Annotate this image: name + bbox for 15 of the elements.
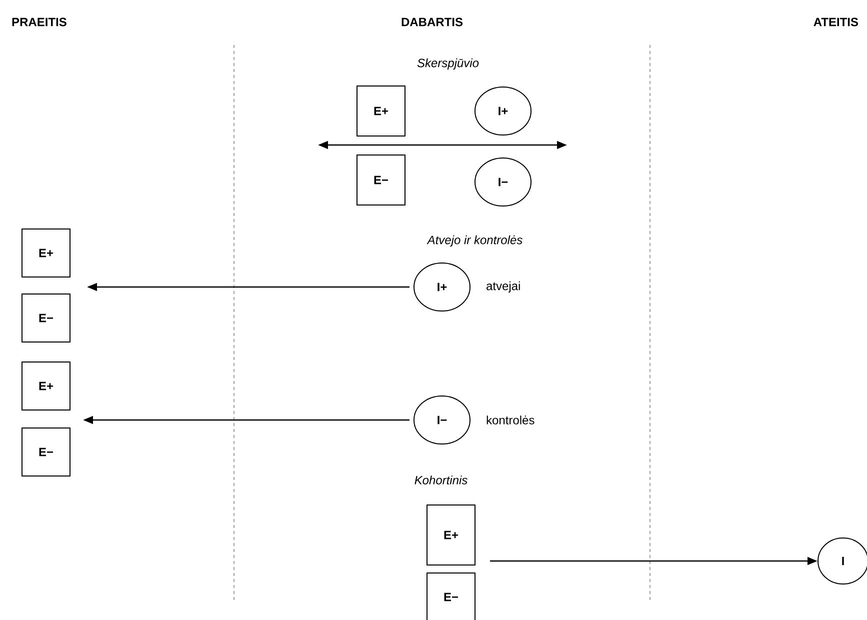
square-box: E+ [426, 504, 476, 566]
side-label: kontrolės [486, 416, 534, 424]
column-heading: DABARTIS [402, 18, 463, 26]
square-box: E+ [22, 228, 70, 278]
section-title: Atvejo ir kontrolės [426, 235, 522, 247]
column-heading: ATEITIS [814, 18, 858, 26]
square-box: E− [22, 428, 70, 476]
square-box: E− [356, 154, 406, 206]
square-box: E+ [22, 362, 70, 410]
square-box: E+ [356, 86, 406, 136]
column-heading: PRAEITIS [12, 18, 66, 26]
square-box: E− [22, 294, 70, 342]
section-title: Kohortinis [414, 476, 468, 484]
section-title: Skerspjūvio [417, 58, 479, 70]
side-label: atvejai [486, 281, 520, 293]
